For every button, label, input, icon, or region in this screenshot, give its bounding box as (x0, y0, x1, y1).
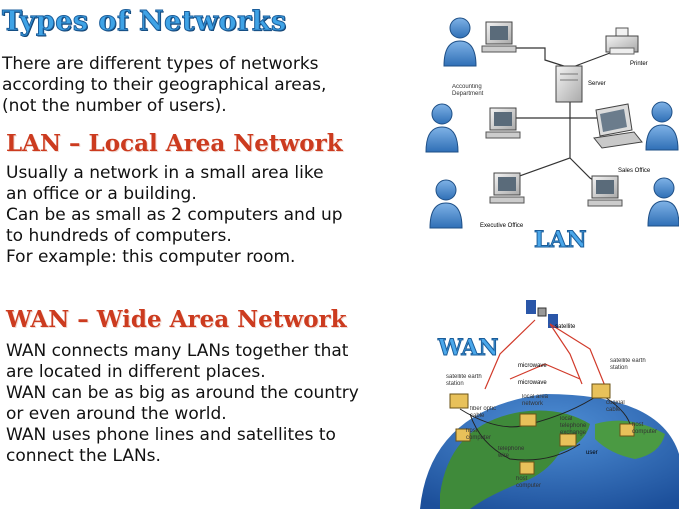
person-icon (429, 179, 463, 229)
wan-tag: WAN (437, 335, 499, 362)
lan-text: Usually a network in a small area like a… (6, 163, 343, 268)
earth-station-icon (449, 393, 469, 409)
label-satellite: satellite (555, 324, 576, 330)
label-executive: Executive Office (480, 223, 524, 229)
station-icons (449, 383, 635, 475)
label-coaxial: coaxial cable (606, 400, 625, 413)
computer-icon (519, 413, 537, 427)
computer-icon (587, 175, 623, 207)
lan-cables (499, 45, 626, 189)
label-printer: Printer (630, 61, 648, 67)
lan-diagram: Printer Server Accounting Department Sal… (425, 17, 679, 229)
wan-line: WAN can be as big as around the country (6, 383, 359, 403)
lan-line: Usually a network in a small area like (6, 163, 324, 183)
computer-icon (619, 423, 635, 437)
lan-line: an office or a building. (6, 184, 197, 204)
label-microwave: microwave (518, 380, 547, 386)
land-mass (595, 420, 665, 459)
lan-line: Can be as small as 2 computers and up (6, 205, 343, 225)
person-icon (647, 177, 679, 227)
label-telephone-wire: telephone wire (498, 446, 525, 459)
label-accounting: Accounting Department (452, 84, 484, 97)
label-server: Server (588, 81, 606, 87)
exchange-icon (559, 433, 577, 447)
wan-line: connect the LANs. (6, 446, 161, 466)
label-user: user (586, 450, 598, 456)
wan-line: are located in different places. (6, 362, 266, 382)
label-host-computer: host computer (466, 428, 492, 441)
wan-line: WAN connects many LANs together that (6, 341, 349, 361)
lan-tag: LAN (534, 227, 588, 254)
intro-line: There are different types of networks (2, 54, 319, 74)
label-microwave: microwave (518, 363, 547, 369)
laptop-icon (593, 103, 643, 149)
label-exchange: local telephone exchange (560, 416, 587, 436)
computer-icon (489, 172, 525, 204)
computer-icon (485, 107, 521, 139)
wan-diagram: satellite microwave microwave satellite … (410, 294, 679, 509)
computer-icon (481, 21, 517, 53)
person-icon (645, 101, 679, 151)
computer-icon (519, 461, 535, 475)
lan-line: to hundreds of computers. (6, 226, 232, 246)
label-earth-station: satellite earth station (610, 358, 646, 371)
wan-line: WAN uses phone lines and satellites to (6, 425, 336, 445)
person-icons (425, 17, 679, 229)
label-host-computer: host computer (632, 422, 658, 435)
lan-heading: LAN – Local Area Network (6, 130, 343, 157)
intro-text: There are different types of networks ac… (2, 54, 326, 117)
computer-icons (481, 21, 623, 207)
wan-line: or even around the world. (6, 404, 227, 424)
wan-heading: WAN – Wide Area Network (6, 306, 347, 333)
earth-station-icon (591, 383, 611, 399)
label-host-computer: host computer (516, 476, 542, 489)
page-title: Types of Networks (2, 6, 287, 38)
printer-icon (605, 27, 639, 55)
wan-text: WAN connects many LANs together that are… (6, 341, 359, 467)
computer-icon (455, 428, 471, 442)
signal-lines (484, 319, 606, 390)
intro-line: according to their geographical areas, (2, 75, 327, 95)
intro-line: (not the number of users). (2, 96, 227, 116)
label-lan: local area network (522, 394, 549, 407)
satellite-icon (526, 300, 558, 328)
label-sales: Sales Office (618, 168, 651, 174)
server-icon (555, 65, 583, 103)
label-fiber: fiber optic cable (470, 406, 497, 419)
person-icon (425, 103, 459, 153)
lan-line: For example: this computer room. (6, 247, 296, 267)
label-earth-station: satellite earth station (446, 374, 482, 387)
person-icon (443, 17, 477, 67)
